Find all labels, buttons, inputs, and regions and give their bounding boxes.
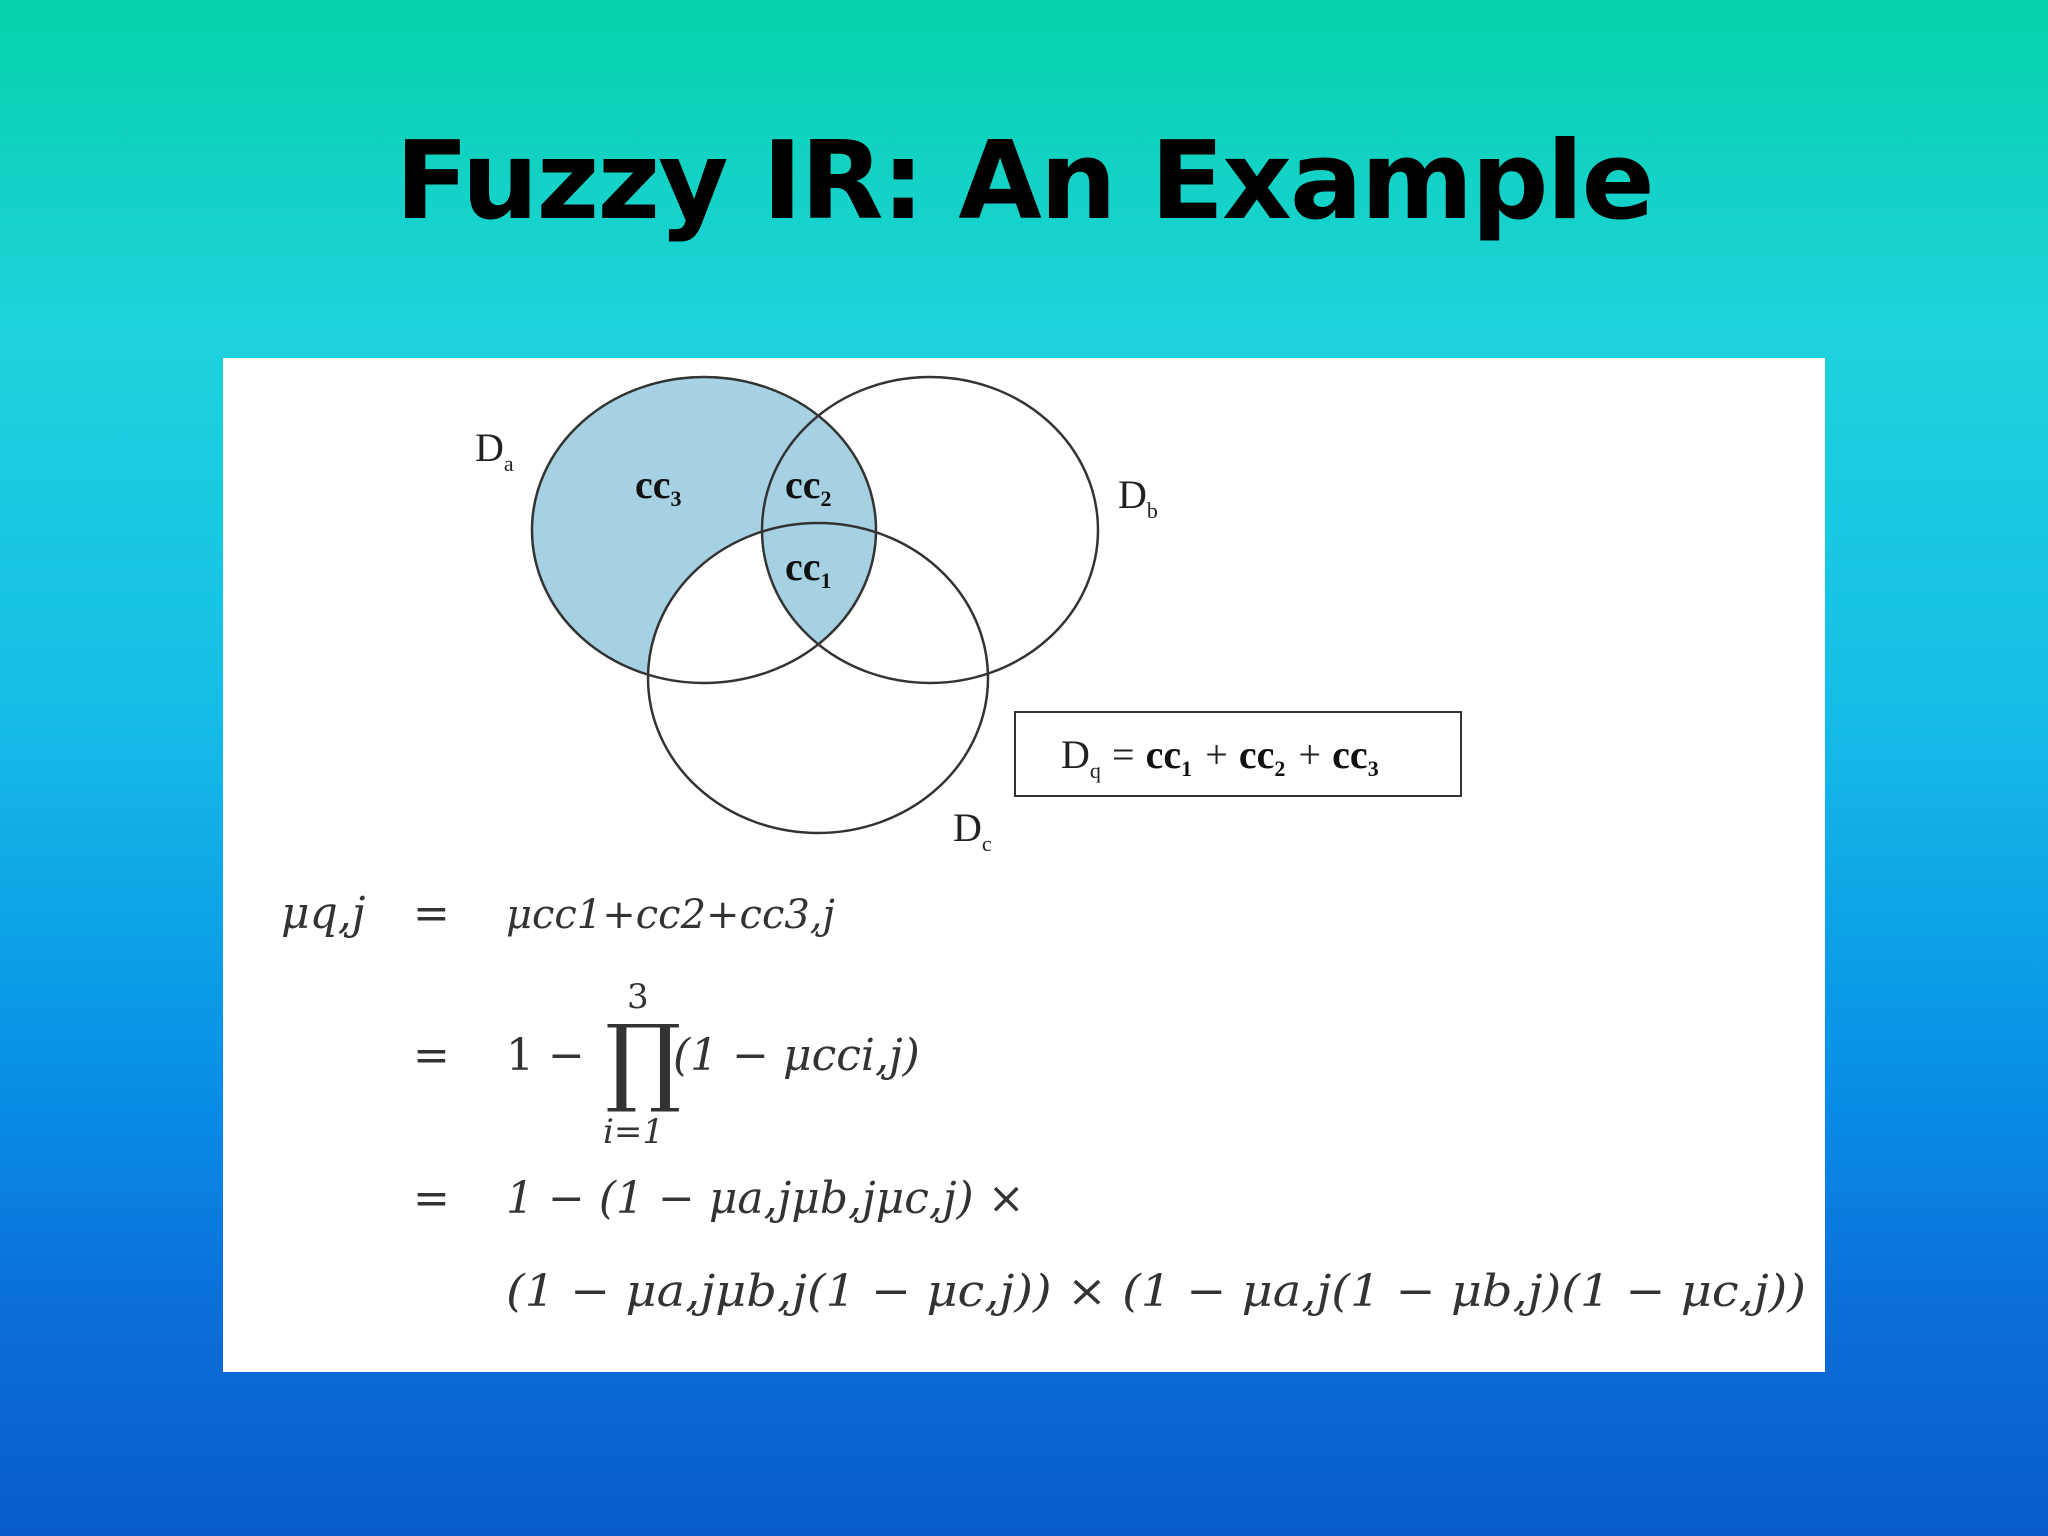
region-label-cc3: cc3 [635, 462, 682, 511]
set-label-a: Da [475, 425, 514, 476]
eq-line2-prod-lower: i=1 [603, 1112, 664, 1152]
region-label-cc2: cc2 [785, 462, 832, 511]
set-c-outline [646, 521, 990, 835]
eq-line3-equals: = [413, 1173, 450, 1224]
query-box-formula: Dq = cc1 + cc2 + cc3 [1061, 732, 1379, 783]
eq-line2-equals: = [413, 1030, 450, 1081]
set-a-outline [530, 375, 878, 685]
eq-line3: 1 − (1 − μa,jμb,jμc,j) × [506, 1173, 1025, 1224]
eq-line1-equals: = [413, 888, 450, 939]
region-label-cc1: cc1 [785, 544, 832, 593]
slide-title: Fuzzy IR: An Example [395, 119, 1655, 244]
eq-line1-rhs: μcc1+cc2+cc3,j [506, 892, 835, 938]
eq-line2-prod-upper: 3 [627, 977, 649, 1017]
eq-line4: (1 − μa,jμb,j(1 − μc,j)) × (1 − μa,j(1 −… [506, 1266, 1806, 1317]
eq-line2-term: (1 − μcci,j) [673, 1030, 920, 1081]
product-symbol: ∏ [605, 1004, 681, 1116]
eq-line2-prefix: 1 − [506, 1030, 585, 1081]
eq-line1-lhs: μq,j [281, 888, 365, 939]
set-b-outline [760, 375, 1100, 685]
query-box [1014, 711, 1462, 797]
set-label-b: Db [1118, 472, 1158, 523]
venn-diagram: Da Db Dc cc3 cc2 cc1 Dq = cc1 + cc2 + cc… [281, 375, 1806, 1317]
venn-figure: Da Db Dc cc3 cc2 cc1 Dq = cc1 + cc2 + cc… [223, 358, 1825, 1372]
set-label-c: Dc [953, 805, 992, 856]
